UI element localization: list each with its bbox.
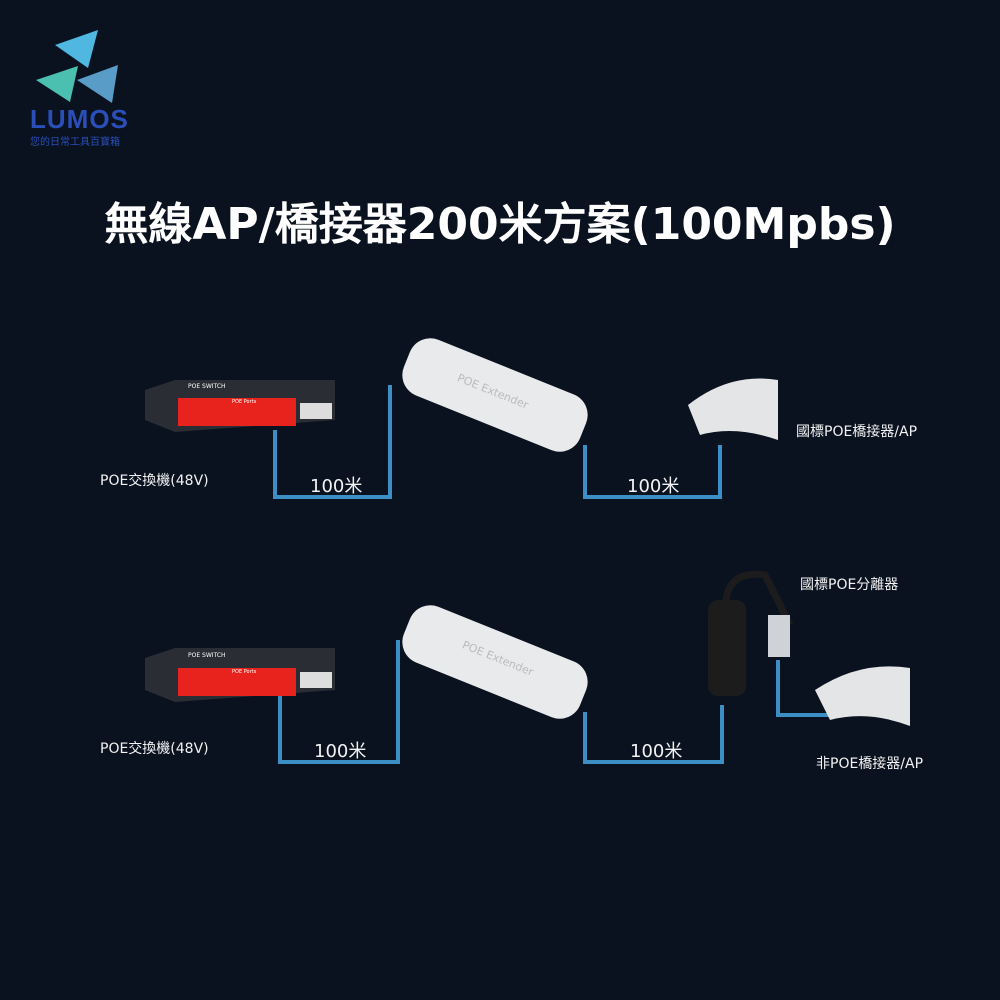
distance-row2-b: 100米 — [630, 741, 683, 762]
device-label-row1: 國標POE橋接器/AP — [796, 424, 918, 440]
distance-row2-a: 100米 — [314, 741, 367, 762]
poe-extender-row2 — [402, 605, 588, 719]
ap-device-row2 — [815, 666, 910, 726]
splitter-connector — [768, 615, 790, 657]
poe-splitter — [708, 600, 746, 696]
logo-triangle-right — [77, 65, 118, 103]
poe-extender-row1 — [402, 338, 588, 452]
device-label-row2: 非POE橋接器/AP — [816, 756, 924, 772]
distance-row1-b: 100米 — [627, 476, 680, 497]
cables — [273, 385, 830, 764]
cable-row2-b — [583, 705, 724, 764]
cable-row2-c — [776, 660, 830, 717]
switch-label-row2: POE交換機(48V) — [100, 741, 209, 757]
logo-triangle-top — [55, 30, 98, 68]
poe-switch-row2 — [145, 648, 335, 702]
switch-brand-row1: POE SWITCH — [188, 383, 226, 390]
distance-row1-a: 100米 — [310, 476, 363, 497]
switch-ports-label-row2: POE Ports — [232, 669, 257, 675]
cable-row2-a — [278, 640, 400, 764]
ap-device-row1 — [688, 378, 778, 440]
page-title: 無線AP/橋接器200米方案(100Mpbs) — [104, 199, 896, 250]
poe-switch-row1 — [145, 380, 335, 432]
logo-text: LUMOS — [30, 104, 129, 134]
logo-mark — [36, 30, 118, 103]
logo-tagline: 您的日常工具百寶箱 — [30, 137, 120, 148]
splitter-label: 國標POE分離器 — [800, 577, 899, 593]
logo-triangle-left — [36, 66, 78, 102]
switch-ports-label-row1: POE Ports — [232, 399, 257, 405]
switch-label-row1: POE交換機(48V) — [100, 473, 209, 489]
cable-row1-b — [583, 445, 722, 499]
cable-row1-a — [273, 385, 392, 499]
switch-brand-row2: POE SWITCH — [188, 652, 226, 659]
